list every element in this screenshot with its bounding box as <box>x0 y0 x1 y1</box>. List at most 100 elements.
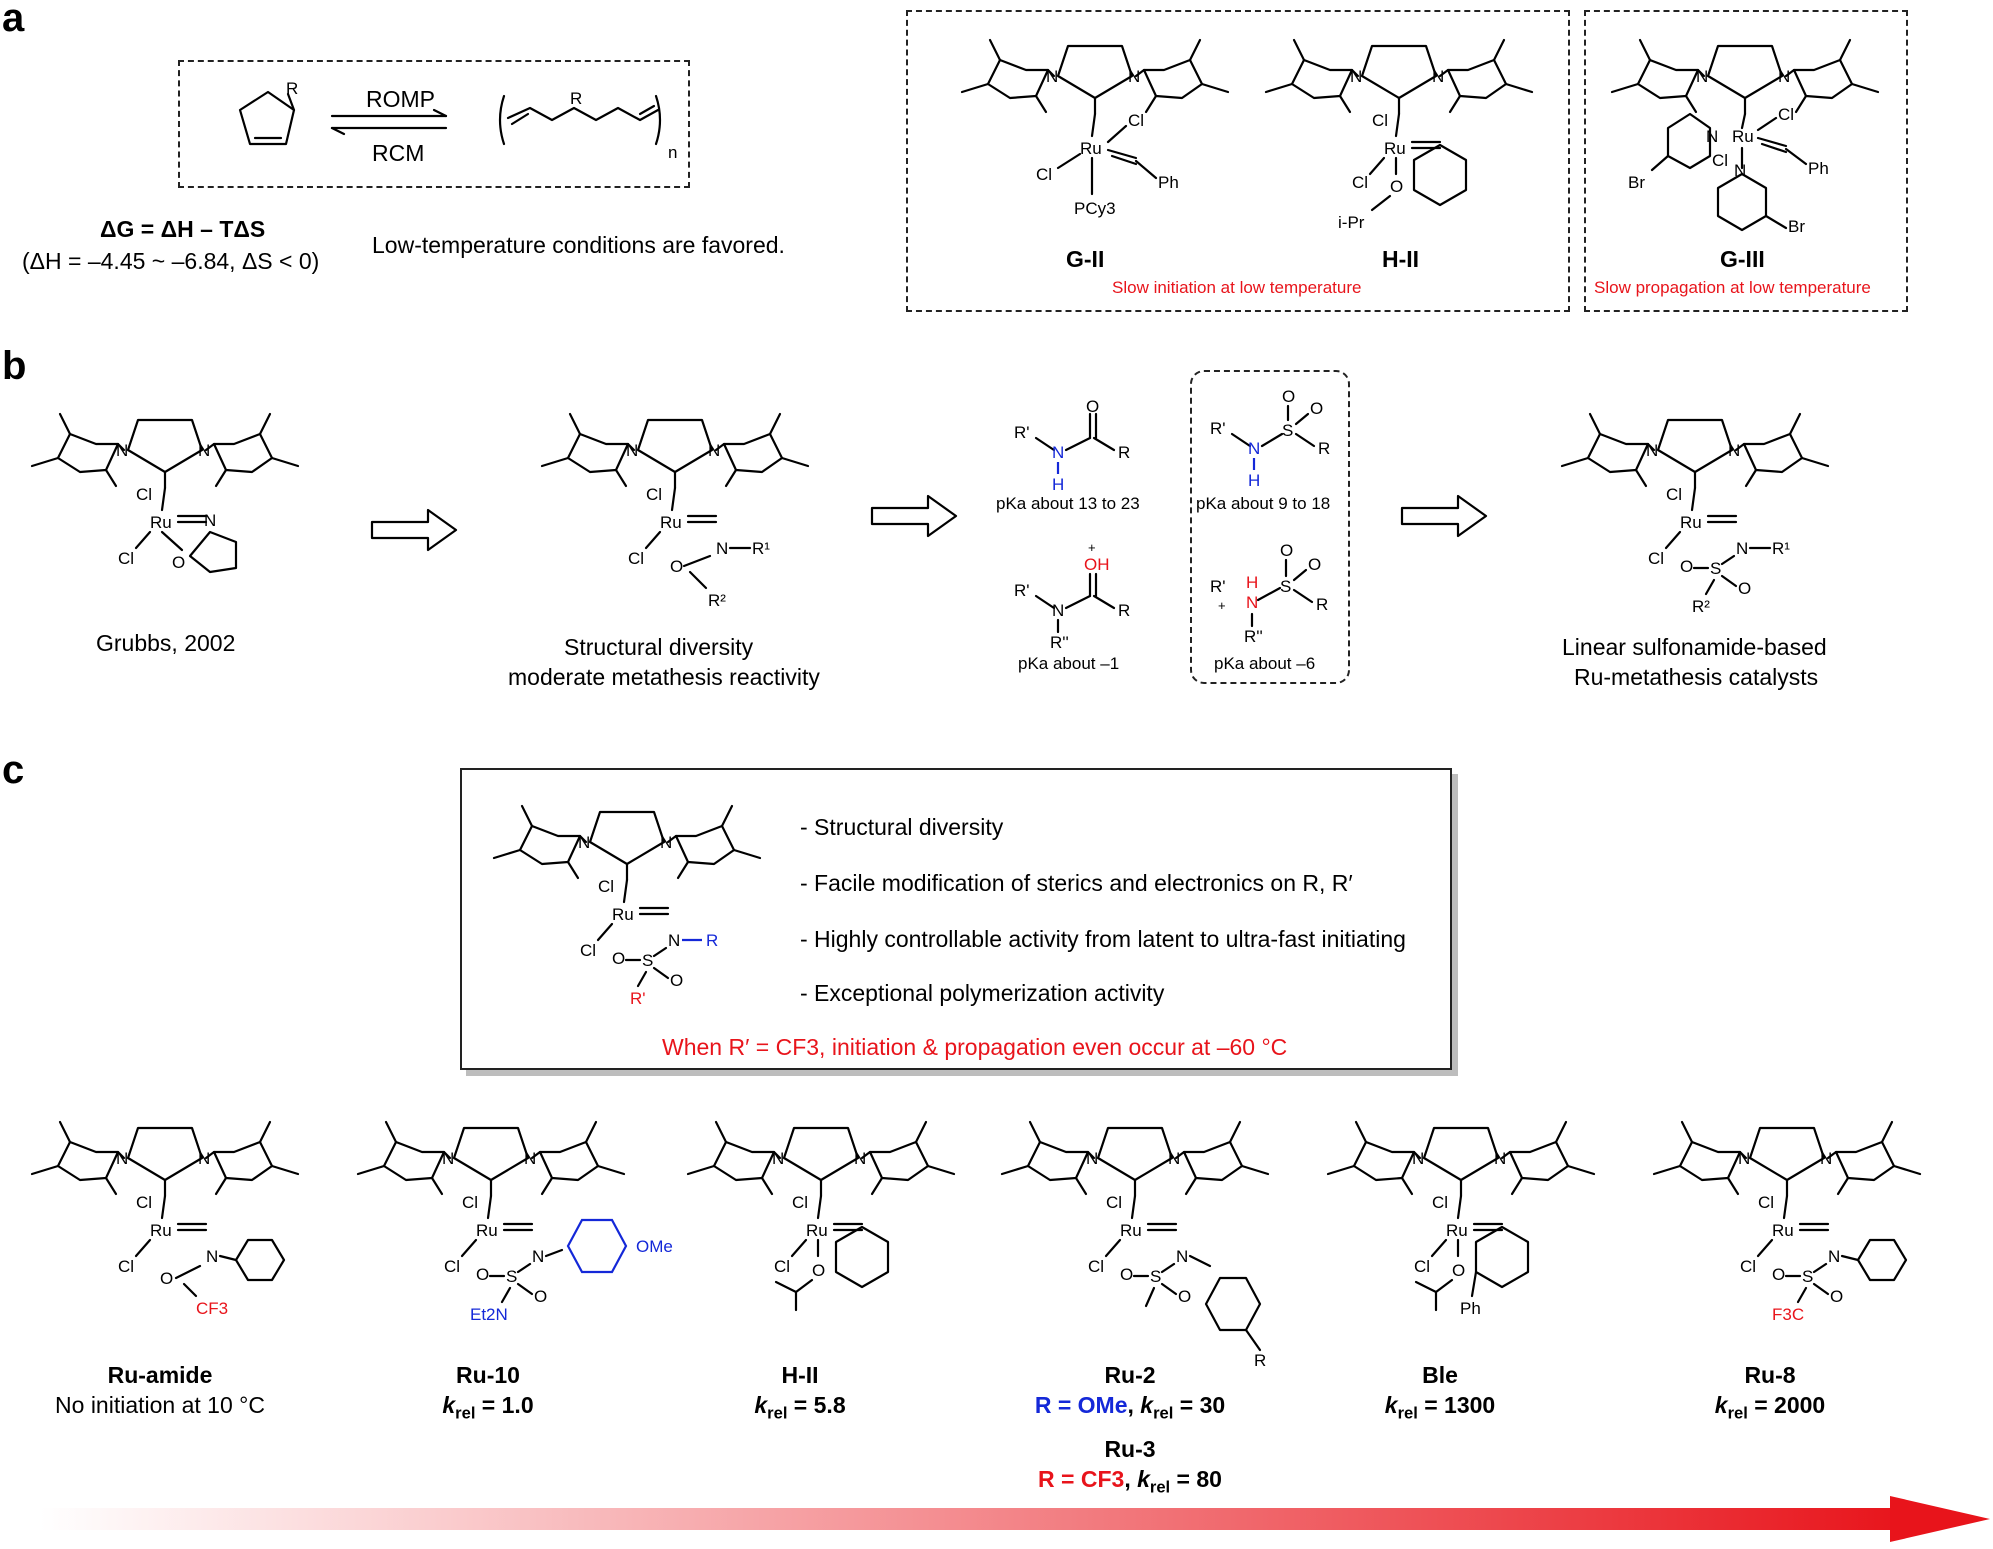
h-ii-c-label: H-II <box>781 1362 819 1388</box>
ru-10-krel: krel = 1.0 <box>442 1392 534 1423</box>
h-ii-label-a: H-II <box>1382 246 1420 272</box>
svg-text:O: O <box>172 553 185 572</box>
amide-structure: R' NH OR <box>1014 397 1130 494</box>
svg-text:Br: Br <box>1628 173 1645 192</box>
svg-text:R': R' <box>630 989 646 1008</box>
svg-text:R'': R'' <box>1050 633 1069 652</box>
svg-text:Cl: Cl <box>1740 1257 1756 1276</box>
ru-2-label: Ru-2 <box>1104 1362 1156 1388</box>
svg-text:R': R' <box>1014 581 1030 600</box>
h-ii-structure: Cl Ru Cl O i-Pr <box>1264 38 1534 232</box>
enthalpy-conditions: (ΔH = –4.45 ~ –6.84, ΔS < 0) <box>22 248 320 274</box>
romp-label: ROMP <box>366 86 435 112</box>
svg-text:+: + <box>1088 540 1096 555</box>
svg-text:O: O <box>476 1265 489 1284</box>
svg-text:F3C: F3C <box>1772 1305 1804 1324</box>
ru-amide-label: Ru-amide <box>107 1362 213 1388</box>
svg-text:OMe: OMe <box>636 1237 673 1256</box>
pka-amide: pKa about 13 to 23 <box>996 494 1140 513</box>
svg-text:Cl: Cl <box>1778 105 1794 124</box>
repeat-n-label: n <box>668 143 677 162</box>
g-iii-structure: Ru Cl Cl Ph N Br N Br <box>1610 38 1880 236</box>
svg-text:Cl: Cl <box>792 1193 808 1212</box>
svg-text:Ph: Ph <box>1460 1299 1481 1318</box>
svg-text:R: R <box>1118 601 1130 620</box>
svg-text:Cl: Cl <box>628 549 644 568</box>
svg-text:Ru: Ru <box>1732 127 1754 146</box>
svg-text:O: O <box>160 1269 173 1288</box>
svg-text:OH: OH <box>1084 555 1110 574</box>
protonated-amide-structure: +OH R' N R R'' <box>1014 540 1130 652</box>
sulfonamide-structure: R' NH S O O R <box>1210 387 1330 490</box>
svg-text:R': R' <box>1014 423 1030 442</box>
ru-8-krel: krel = 2000 <box>1714 1392 1826 1423</box>
svg-text:Ph: Ph <box>1158 173 1179 192</box>
ru-2-krel: R = OMe, krel = 30 <box>1034 1392 1226 1423</box>
rcm-label: RCM <box>372 140 425 166</box>
svg-text:i-Pr: i-Pr <box>1338 213 1365 232</box>
ble-label: Ble <box>1422 1362 1458 1388</box>
polymer-structure: R n <box>498 89 677 162</box>
romp-reaction-box <box>178 60 690 188</box>
svg-text:O: O <box>1280 541 1293 560</box>
svg-text:R²: R² <box>708 591 726 610</box>
svg-text:Ru: Ru <box>1120 1221 1142 1240</box>
h-ii-c-structure: Cl Ru Cl O <box>686 1120 956 1312</box>
svg-text:S: S <box>1282 421 1293 440</box>
svg-text:N: N <box>1828 1247 1840 1266</box>
feature-3: - Highly controllable activity from late… <box>800 926 1406 952</box>
svg-text:N: N <box>668 931 680 950</box>
svg-text:Cl: Cl <box>1712 151 1728 170</box>
svg-text:O: O <box>670 557 683 576</box>
svg-text:Ru: Ru <box>476 1221 498 1240</box>
svg-text:Cl: Cl <box>1036 165 1052 184</box>
gibbs-equation: ΔG = ΔH – TΔS <box>100 216 266 242</box>
sulfonamide-pka-box <box>1190 370 1350 684</box>
svg-text:N: N <box>1706 127 1718 146</box>
protonated-sulfonamide-structure: R'+ HN S O O R R'' <box>1210 541 1328 646</box>
svg-text:O: O <box>1452 1261 1465 1280</box>
svg-text:O: O <box>1738 579 1751 598</box>
svg-text:Cl: Cl <box>1414 1257 1430 1276</box>
moderate-reactivity-label: moderate metathesis reactivity <box>508 664 820 690</box>
svg-text:Ru: Ru <box>150 513 172 532</box>
svg-text:R¹: R¹ <box>752 539 770 558</box>
svg-text:N: N <box>1248 439 1260 458</box>
svg-text:S: S <box>1802 1267 1813 1286</box>
svg-text:N: N <box>1052 601 1064 620</box>
svg-text:CF3: CF3 <box>196 1299 228 1318</box>
catalyst-box-propagation <box>1584 10 1908 312</box>
svg-text:Cl: Cl <box>1128 111 1144 130</box>
linear-sulfonamide-label: Linear sulfonamide-based <box>1562 634 1827 660</box>
ru-8-label: Ru-8 <box>1744 1362 1796 1388</box>
svg-text:Ru: Ru <box>612 905 634 924</box>
structural-diversity-label: Structural diversity <box>564 634 754 660</box>
svg-text:O: O <box>1086 397 1099 416</box>
svg-text:PCy3: PCy3 <box>1074 199 1116 218</box>
pka-sulfonamide-protonated: pKa about –6 <box>1214 654 1316 673</box>
svg-text:R¹: R¹ <box>1772 539 1790 558</box>
ru-3-krel: R = CF3, krel = 80 <box>1038 1466 1222 1497</box>
svg-text:O: O <box>1680 557 1693 576</box>
svg-text:N: N <box>716 539 728 558</box>
svg-text:Ru: Ru <box>150 1221 172 1240</box>
svg-text:Cl: Cl <box>136 1193 152 1212</box>
svg-text:Cl: Cl <box>444 1257 460 1276</box>
hollow-arrow-3 <box>1400 494 1488 538</box>
svg-text:S: S <box>1150 1267 1161 1286</box>
svg-text:R: R <box>570 89 582 108</box>
svg-text:Et2N: Et2N <box>470 1305 508 1324</box>
features-box <box>460 768 1452 1070</box>
svg-text:Cl: Cl <box>598 877 614 896</box>
svg-text:S: S <box>1280 577 1291 596</box>
svg-text:H: H <box>1248 471 1260 490</box>
svg-text:Cl: Cl <box>462 1193 478 1212</box>
svg-text:R: R <box>706 931 718 950</box>
svg-text:Cl: Cl <box>1432 1193 1448 1212</box>
svg-text:O: O <box>1282 387 1295 406</box>
cyclopentene-structure: R <box>238 79 298 146</box>
svg-text:R: R <box>1318 439 1330 458</box>
svg-text:O: O <box>670 971 683 990</box>
